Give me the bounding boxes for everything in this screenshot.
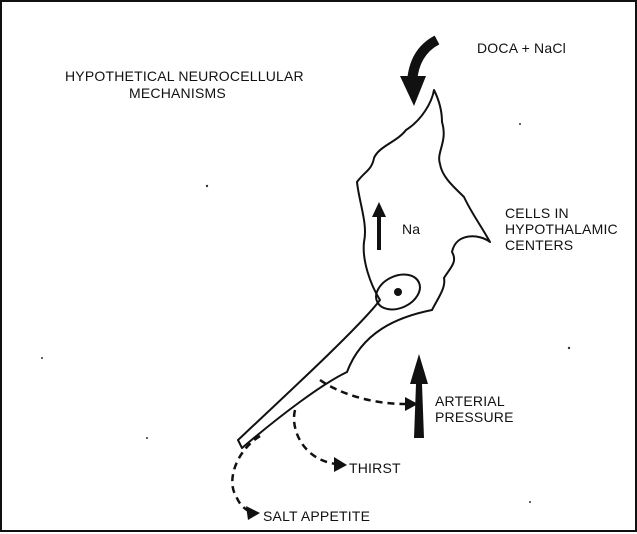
salt-appetite-label: SALT APPETITE (263, 508, 370, 524)
arterial-pressure-arrow (410, 354, 428, 438)
ion-label: Na (402, 221, 420, 237)
dashed-arrow-to-salt-appetite (232, 436, 260, 512)
dashed-arrow-to-pressure (320, 380, 406, 404)
nucleolus (394, 288, 402, 296)
arterial-pressure-label-line-1: ARTERIAL (435, 393, 505, 409)
arterial-pressure-label-line-2: PRESSURE (435, 409, 514, 425)
diagram-title-line-2: MECHANISMS (129, 85, 226, 101)
diagram-title-line-1: HYPOTHETICAL NEUROCELLULAR (65, 68, 304, 84)
input-curved-arrow (412, 40, 437, 82)
cell-label-line-3: CENTERS (505, 237, 573, 253)
scan-specks (41, 123, 570, 503)
input-arrowhead (400, 76, 426, 106)
dashed-arrowhead-salt-appetite (246, 506, 260, 520)
dashed-arrow-to-thirst (294, 410, 336, 464)
dashed-arrowhead-thirst (334, 457, 347, 472)
cell-label-line-2: HYPOTHALAMIC (505, 221, 618, 237)
na-up-arrowhead (372, 202, 386, 217)
input-label: DOCA + NaCl (477, 40, 566, 56)
cell-label-line-1: CELLS IN (505, 205, 569, 221)
thirst-label: THIRST (349, 460, 401, 476)
